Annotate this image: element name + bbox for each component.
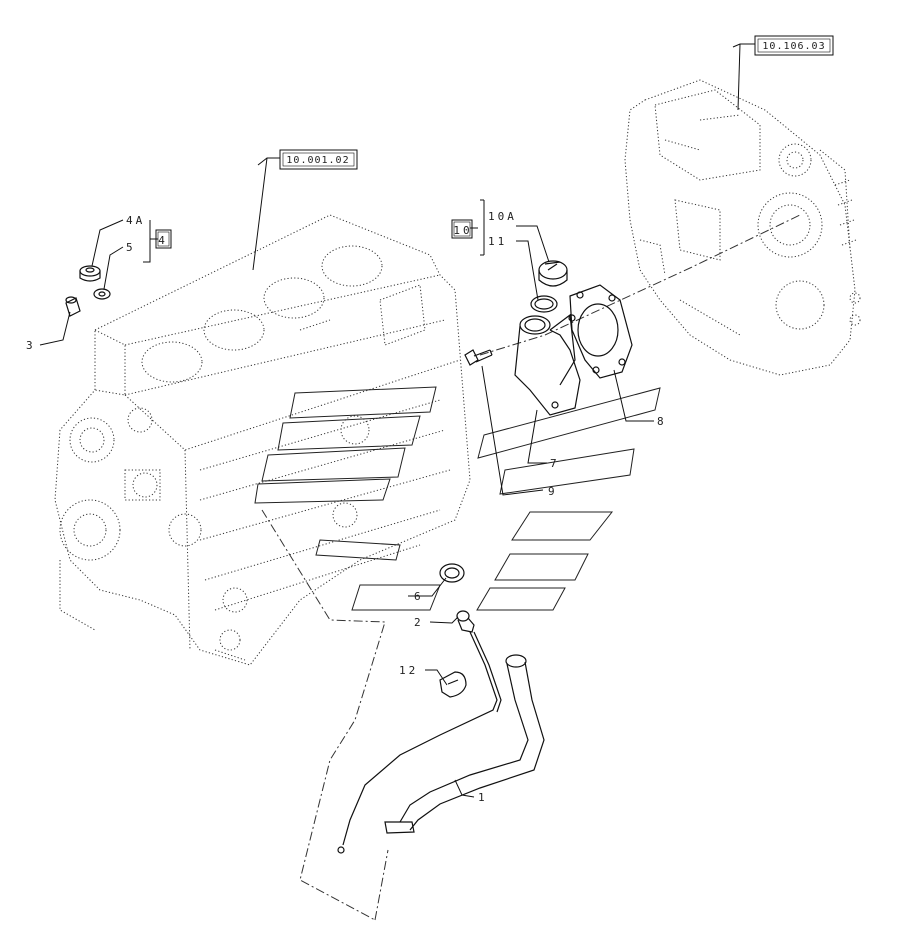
reference-label-gear-housing: 10.106.03 <box>762 41 825 52</box>
callout-labels: 1 2 3 4A 5 6 7 8 9 10A 11 12 <box>26 210 667 804</box>
leader-lines <box>39 43 755 798</box>
engine-block-drawing <box>54 214 471 666</box>
gear-housing-drawing <box>624 79 861 376</box>
part-6-seal <box>439 563 465 583</box>
part-7-filler-neck <box>514 313 581 416</box>
part-9-bolt <box>464 349 493 366</box>
part-1-dipstick-tube <box>384 654 545 834</box>
reference-label-engine-block: 10.001.02 <box>286 155 349 166</box>
callout-1: 1 <box>478 791 488 804</box>
part-3-sleeve <box>65 296 81 317</box>
assembly-centerlines <box>261 214 801 921</box>
reference-box-gear-housing: 10.106.03 <box>754 35 834 56</box>
callout-4a: 4A <box>126 214 145 227</box>
part-12-clip <box>439 671 467 698</box>
part-10a-filler-cap <box>538 260 568 287</box>
part-8-gasket <box>569 284 633 379</box>
callout-2: 2 <box>414 616 424 629</box>
callout-3: 3 <box>26 339 36 352</box>
kit-label-10: 10 <box>453 224 472 237</box>
shaded-panels <box>254 386 661 611</box>
part-5-washer <box>93 288 111 300</box>
callout-6: 6 <box>414 590 424 603</box>
callout-11: 11 <box>488 235 507 248</box>
kit-box-4: 4 <box>155 229 172 249</box>
callout-8: 8 <box>657 415 667 428</box>
part-4a-plug <box>79 265 101 282</box>
callout-10a: 10A <box>488 210 517 223</box>
kit-box-10: 10 <box>451 219 473 239</box>
callout-7: 7 <box>550 457 560 470</box>
part-11-oring <box>530 295 558 313</box>
part-2-dipstick <box>337 610 502 854</box>
kit-label-4: 4 <box>158 234 168 247</box>
callout-5: 5 <box>126 241 136 254</box>
reference-box-engine-block: 10.001.02 <box>279 149 358 170</box>
callout-9: 9 <box>548 485 558 498</box>
callout-12: 12 <box>399 664 418 677</box>
